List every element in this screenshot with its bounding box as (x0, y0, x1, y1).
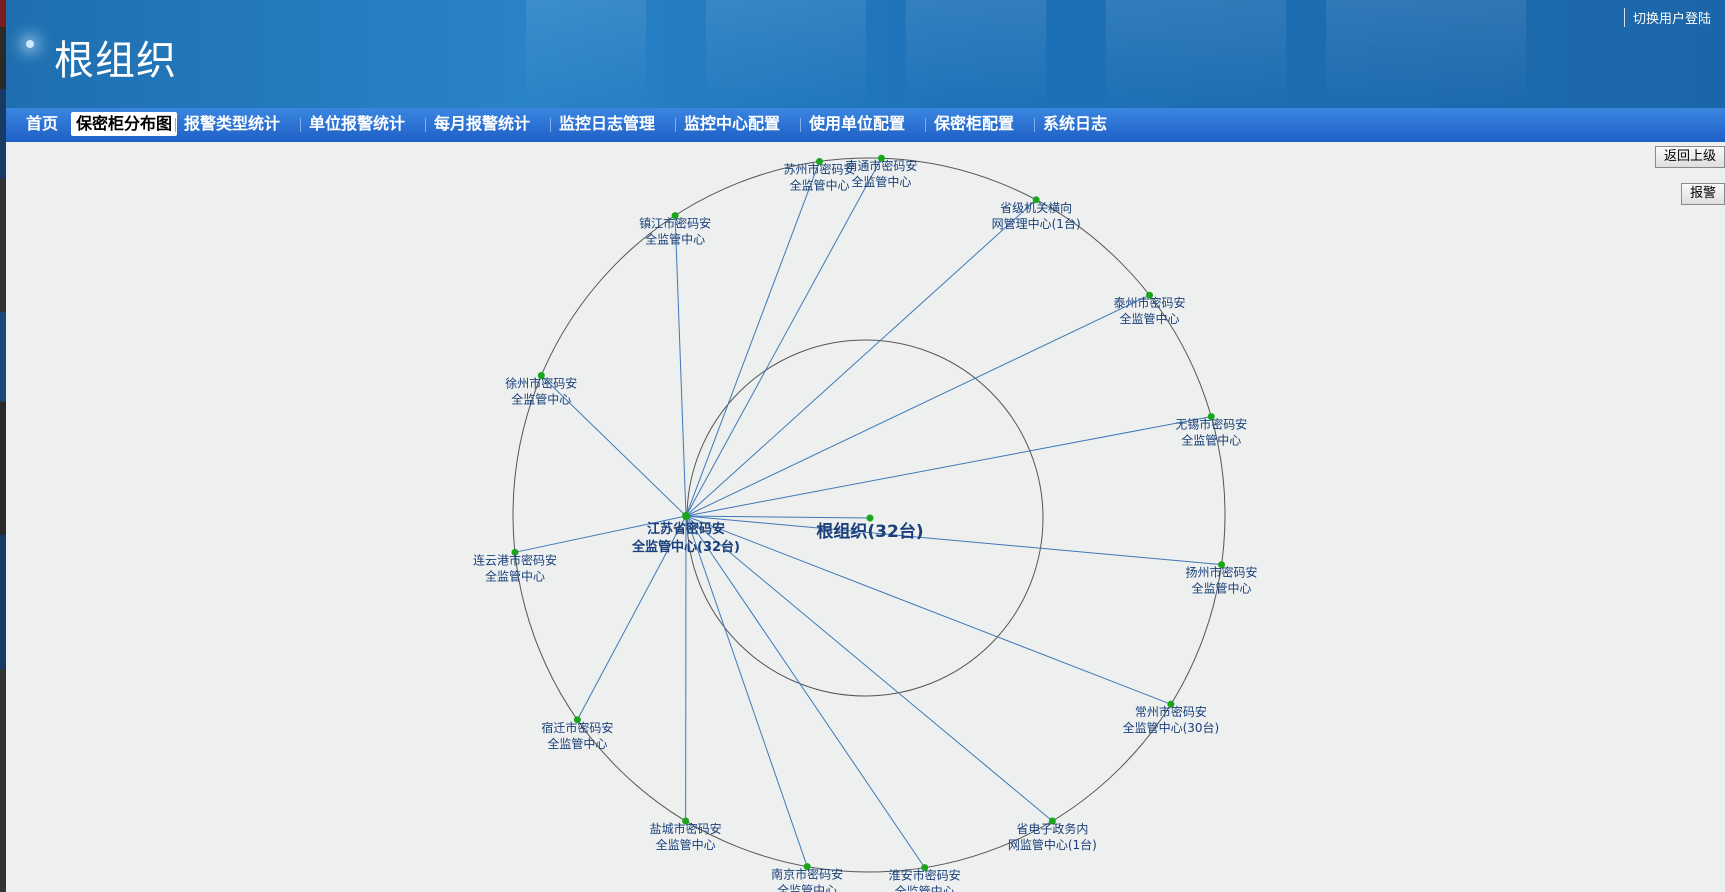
graph-edge (685, 161, 820, 517)
nav-separator (1034, 118, 1035, 132)
graph-edge (685, 294, 1150, 517)
page-title: 根组织 (54, 38, 177, 84)
nav-separator (175, 118, 176, 132)
graph-node-label[interactable]: 徐州市密码安全监管中心 (505, 376, 577, 407)
graph-edge (685, 515, 1222, 566)
graph-node-label[interactable]: 南通市密码安全监管中心 (845, 158, 917, 189)
graph-node-label[interactable]: 镇江市密码安全监管中心 (639, 216, 711, 247)
graph-node-dot[interactable] (1146, 291, 1154, 299)
graph-node-dot[interactable] (877, 154, 885, 162)
graph-node-dot[interactable] (815, 157, 823, 165)
header-glow (26, 40, 34, 48)
graph-node-label[interactable]: 宿迁市密码安全监管中心 (541, 720, 613, 751)
graph-node-label[interactable]: 南京市密码安全监管中心 (771, 867, 843, 892)
root-node-label[interactable]: 根组织(32台) (816, 521, 923, 542)
graph-node-label[interactable]: 省级机关横向网管理中心(1台) (992, 200, 1081, 231)
graph-node-dot[interactable] (803, 863, 811, 871)
page-header: 根组织 切换用户登陆 (6, 0, 1725, 108)
nav-system-log[interactable]: 系统日志 (1043, 114, 1108, 133)
nav-alarm-type-stats[interactable]: 报警类型统计 (184, 114, 281, 133)
header-decoration (906, 0, 1046, 108)
graph-edge (576, 515, 687, 721)
graph-node-dot[interactable] (682, 817, 690, 825)
graph-edge (685, 199, 1037, 517)
nav-separator (925, 118, 926, 132)
graph-edge (685, 416, 1212, 517)
graph-node-label[interactable]: 苏州市密码安全监管中心 (783, 161, 855, 192)
graph-node-label[interactable]: 无锡市密码安全监管中心 (1175, 417, 1247, 448)
graph-edge (674, 215, 687, 517)
header-decoration (1106, 0, 1286, 108)
graph-node-label[interactable]: 连云港市密码安全监管中心 (473, 552, 557, 583)
desktop-edge-strip (0, 0, 6, 892)
graph-edge (685, 515, 808, 867)
alarm-button[interactable]: 报警 (1680, 183, 1725, 205)
graph-edge (514, 515, 687, 553)
switch-user-link[interactable]: 切换用户登陆 (1623, 8, 1711, 27)
graph-edge (540, 375, 687, 517)
graph-node-label[interactable]: 泰州市密码安全监管中心 (1114, 295, 1186, 326)
graph-node-label[interactable]: 淮安市密码安全监管中心 (889, 868, 961, 892)
nav-monthly-alarm-stats[interactable]: 每月报警统计 (434, 114, 531, 133)
nav-home[interactable]: 首页 (26, 114, 59, 133)
graph-edge (685, 515, 1053, 822)
graph-node-dot[interactable] (1048, 817, 1056, 825)
nav-separator (550, 118, 551, 132)
header-decoration (706, 0, 866, 108)
graph-edge (685, 515, 926, 868)
graph-node-dot[interactable] (537, 372, 545, 380)
nav-monitor-log[interactable]: 监控日志管理 (559, 114, 656, 133)
nav-monitor-center-config[interactable]: 监控中心配置 (684, 114, 781, 133)
nav-separator (675, 118, 676, 132)
graph-node-dot[interactable] (921, 864, 929, 872)
main-nav: 首页 保密柜分布图 报警类型统计 单位报警统计 每月报警统计 监控日志管理 监控… (6, 108, 1725, 142)
nav-separator (800, 118, 801, 132)
nav-unit-alarm-stats[interactable]: 单位报警统计 (309, 114, 406, 133)
graph-node-dot[interactable] (1218, 561, 1226, 569)
graph-edge (685, 157, 882, 517)
nav-cabinet-config[interactable]: 保密柜配置 (934, 114, 1015, 133)
root-node-dot[interactable] (866, 514, 874, 522)
graph-node-label[interactable]: 常州市密码安全监管中心(30台) (1123, 704, 1220, 735)
graph-edge (685, 515, 1172, 705)
edge-to-root (685, 515, 871, 519)
graph-node-dot[interactable] (671, 212, 679, 220)
back-up-level-button[interactable]: 返回上级 (1654, 146, 1725, 168)
graph-node-dot[interactable] (511, 548, 519, 556)
graph-node-dot[interactable] (1167, 700, 1175, 708)
outer-ring (512, 157, 1226, 873)
nav-unit-config[interactable]: 使用单位配置 (809, 114, 906, 133)
graph-node-label[interactable]: 盐城市密码安全监管中心 (650, 821, 722, 852)
nav-separator (300, 118, 301, 132)
graph-node-dot[interactable] (1032, 196, 1040, 204)
graph-node-label[interactable]: 扬州市密码安全监管中心 (1186, 565, 1258, 596)
graph-node-dot[interactable] (1207, 413, 1215, 421)
center-node-dot[interactable] (682, 512, 690, 520)
graph-node-label[interactable]: 省电子政务内网监管中心(1台) (1008, 821, 1097, 852)
header-decoration (1326, 0, 1526, 108)
graph-node-dot[interactable] (573, 716, 581, 724)
nav-separator (425, 118, 426, 132)
header-decoration (526, 0, 646, 108)
nav-cabinet-map[interactable]: 保密柜分布图 (71, 112, 178, 136)
center-node-label[interactable]: 江苏省密码安全监管中心(32台) (631, 521, 740, 555)
